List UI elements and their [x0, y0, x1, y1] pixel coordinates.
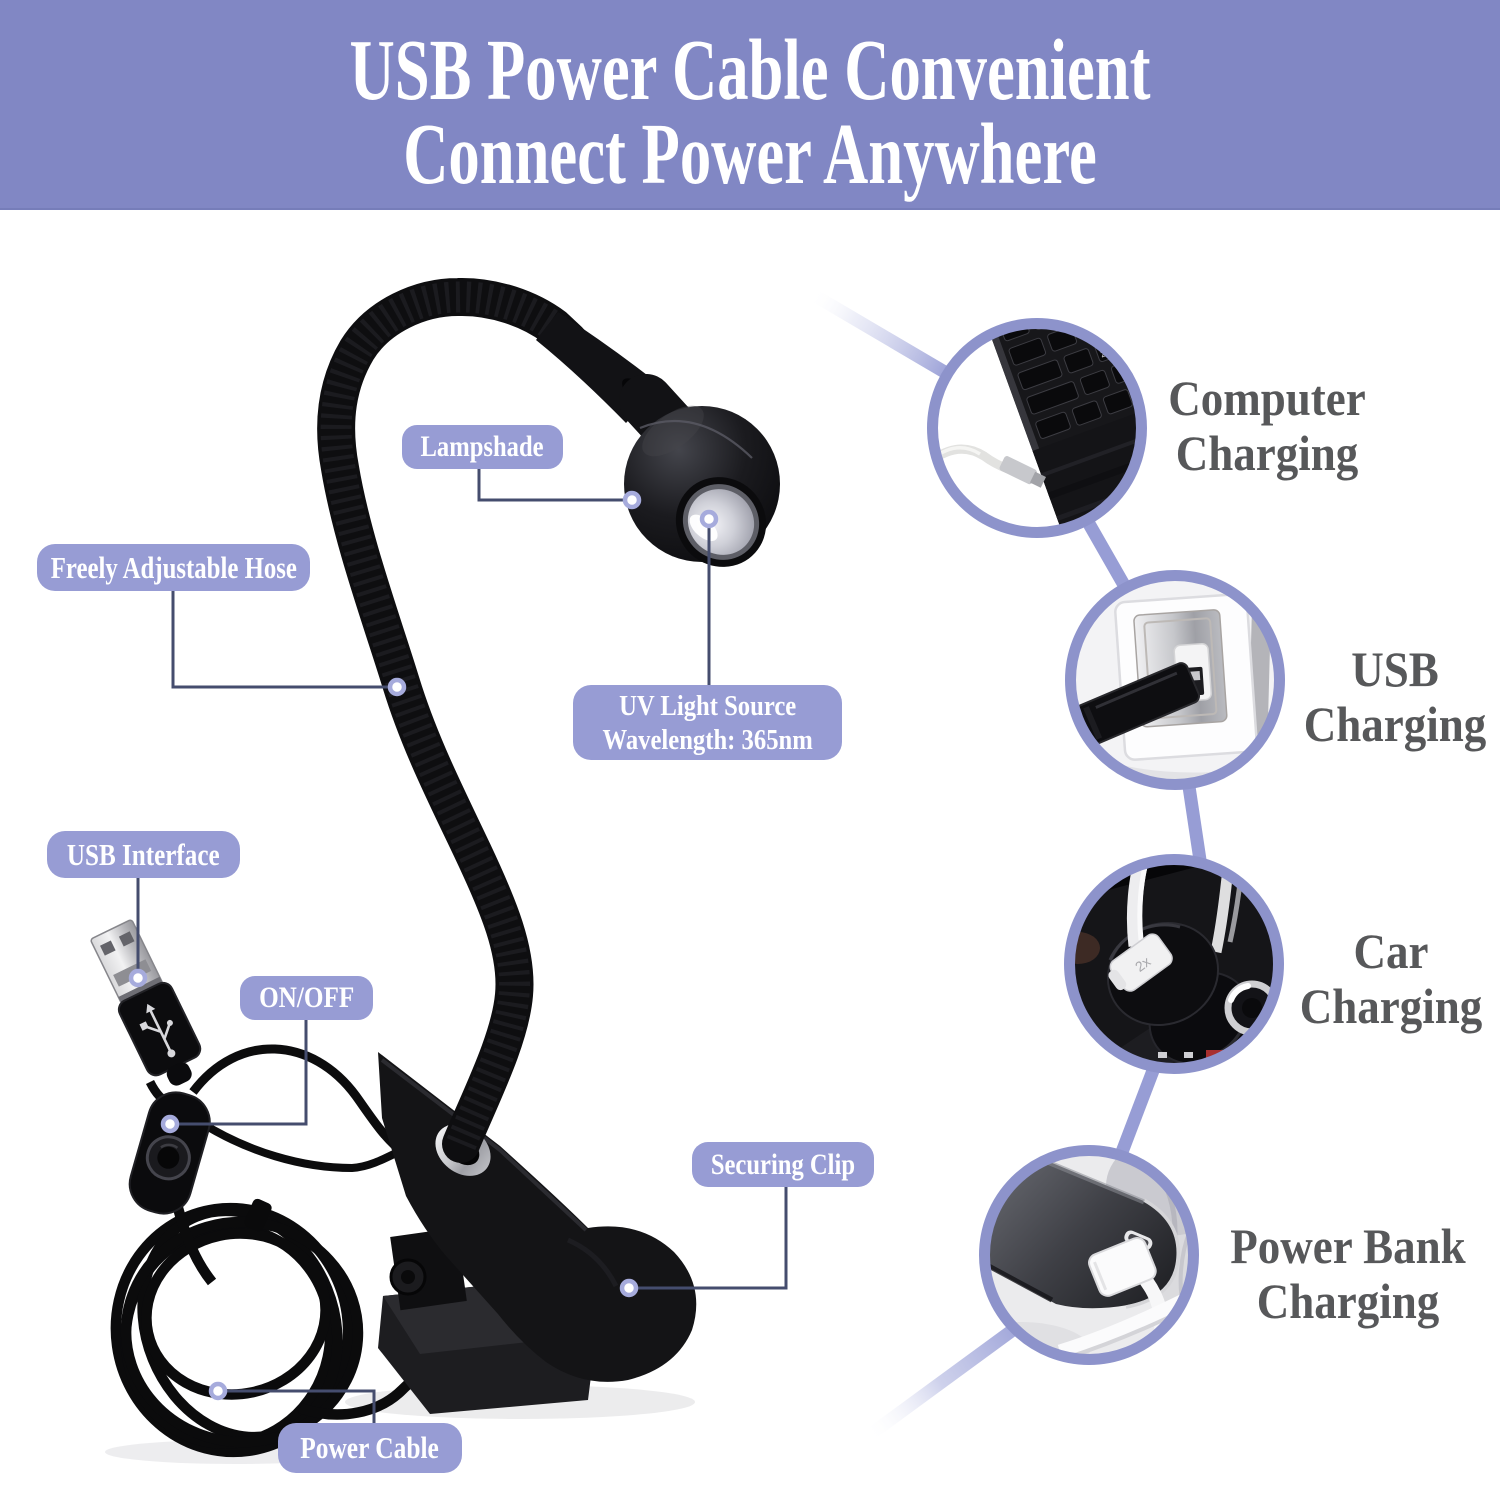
svg-text:C: C [1161, 326, 1170, 337]
svg-text:E: E [1129, 283, 1138, 294]
svg-text:Q: Q [1067, 305, 1076, 316]
svg-text:S: S [1114, 316, 1123, 327]
svg-text:X: X [1130, 338, 1139, 349]
svg-text:W: W [1098, 294, 1109, 305]
svg-text:D: D [1145, 305, 1154, 316]
